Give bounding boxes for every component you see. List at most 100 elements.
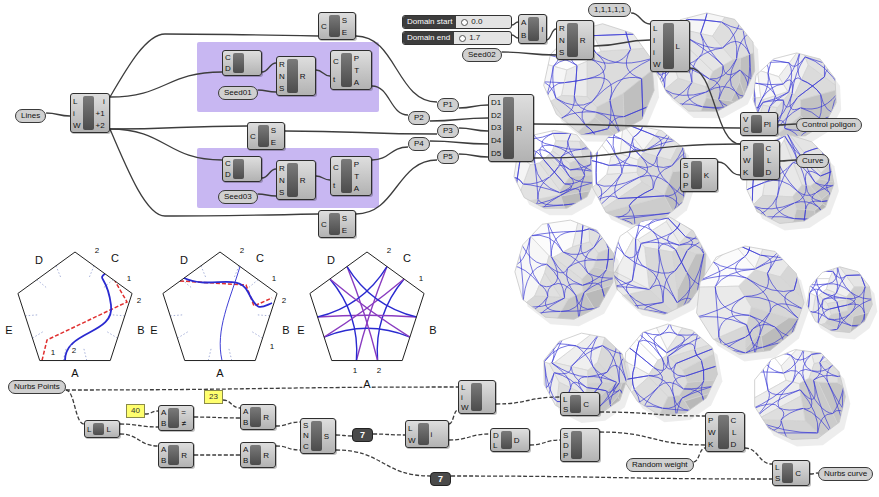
input-column: CD [225, 158, 231, 180]
component-box: CSE [247, 122, 285, 150]
wire [718, 162, 740, 175]
port-letter: N [303, 431, 309, 440]
port-letter: S [563, 431, 569, 440]
port-letter: R [300, 176, 306, 185]
component-box: LIiWL [650, 20, 690, 72]
port-letter: R [559, 24, 565, 33]
output-column: R [263, 406, 269, 428]
port-letter: P [354, 160, 359, 169]
wire [276, 446, 300, 450]
port-letter: L [87, 425, 91, 434]
slider-grip [459, 35, 466, 42]
output-column: CLD [766, 142, 772, 178]
edge-number: 2 [94, 246, 100, 255]
port-letter: A [521, 18, 526, 27]
port-letter: P [683, 181, 689, 190]
component-box: ABR [158, 442, 194, 468]
wire [110, 72, 222, 97]
component-box: LiW [458, 380, 496, 414]
port-letter: S [342, 214, 347, 223]
port-letter: i [96, 97, 105, 106]
output-column: SE [271, 124, 276, 148]
port-letter: A [354, 184, 359, 193]
input-column: RNS [279, 162, 285, 198]
side-letter: C [255, 252, 265, 264]
component-icon [83, 96, 94, 130]
port-letter: R [516, 124, 522, 133]
port-letter: N [559, 36, 565, 45]
port-letter: A [161, 445, 166, 454]
component-icon [570, 395, 581, 413]
component-box: AB R [240, 404, 276, 430]
port-letter: E [342, 226, 347, 235]
component-box: PWKCLD [705, 412, 745, 452]
param-name: Curve [802, 156, 823, 166]
component-icon [168, 445, 179, 465]
port-letter: T [354, 172, 359, 181]
port-letter: D [731, 440, 737, 449]
port-letter: S [342, 16, 347, 25]
wire [145, 411, 158, 414]
port-letter: C [333, 163, 339, 172]
edge-number: 2 [386, 246, 392, 255]
component-box: PWK CLD [740, 140, 780, 180]
port-letter: A [161, 408, 166, 417]
input-column: AB [243, 444, 248, 466]
port-letter: i [461, 393, 469, 402]
output-column: R [300, 162, 306, 198]
edge-number: 2 [71, 346, 77, 355]
number-slider: Domain start0.0 [402, 15, 512, 29]
wire [496, 397, 560, 404]
output-column: PTA [354, 158, 359, 194]
component-box: LiWi+1+2 [70, 93, 110, 133]
input-column: C [321, 212, 327, 236]
port-letter: Pl [764, 120, 771, 129]
wire [336, 435, 352, 436]
component-box: LW i [405, 420, 449, 448]
port-letter: E [271, 138, 276, 147]
wire [534, 144, 740, 158]
param-name: Nurbs curve [824, 469, 867, 479]
output-column: S [324, 420, 329, 452]
param-name: Seed01 [224, 88, 252, 98]
component-icon [233, 53, 244, 73]
port-letter: A [354, 78, 359, 87]
group-band [197, 148, 379, 208]
port-letter: i [431, 430, 433, 439]
port-letter: C [321, 22, 327, 31]
port-letter: D [683, 171, 689, 180]
input-column: RNS [279, 58, 285, 94]
input-column: AB [243, 406, 248, 428]
component-box: AB R [240, 442, 276, 468]
side-letter: C [402, 252, 412, 264]
component-box: SDPK [680, 158, 718, 192]
wire [66, 390, 84, 424]
input-column: LW [408, 422, 416, 446]
input-column: LS [775, 462, 780, 484]
input-column: PWK [743, 142, 751, 178]
port-letter: S [683, 161, 689, 170]
port-letter: D5 [491, 149, 501, 158]
port-letter: B [161, 419, 166, 428]
port-letter: K [743, 168, 751, 177]
wire [276, 422, 300, 426]
port-letter: W [73, 121, 81, 130]
output-column: R [263, 444, 269, 466]
port-letter: +2 [96, 121, 105, 130]
port-letter: L [408, 424, 416, 433]
pentagon-figure [163, 252, 277, 361]
component-icon [691, 161, 702, 189]
panel-text: 23 [209, 392, 218, 402]
component-icon [329, 15, 340, 37]
port-letter: L [653, 24, 661, 33]
component-box: SNCS [300, 418, 336, 454]
side-letter: A [215, 367, 224, 379]
port-letter: S [775, 474, 780, 483]
input-column: AB [161, 444, 166, 466]
component-icon [329, 213, 340, 235]
param-capsule: Nurbs Points [8, 380, 66, 394]
port-letter: P [563, 451, 569, 460]
wire [547, 29, 556, 40]
param-name: Nurbs Points [14, 382, 60, 392]
